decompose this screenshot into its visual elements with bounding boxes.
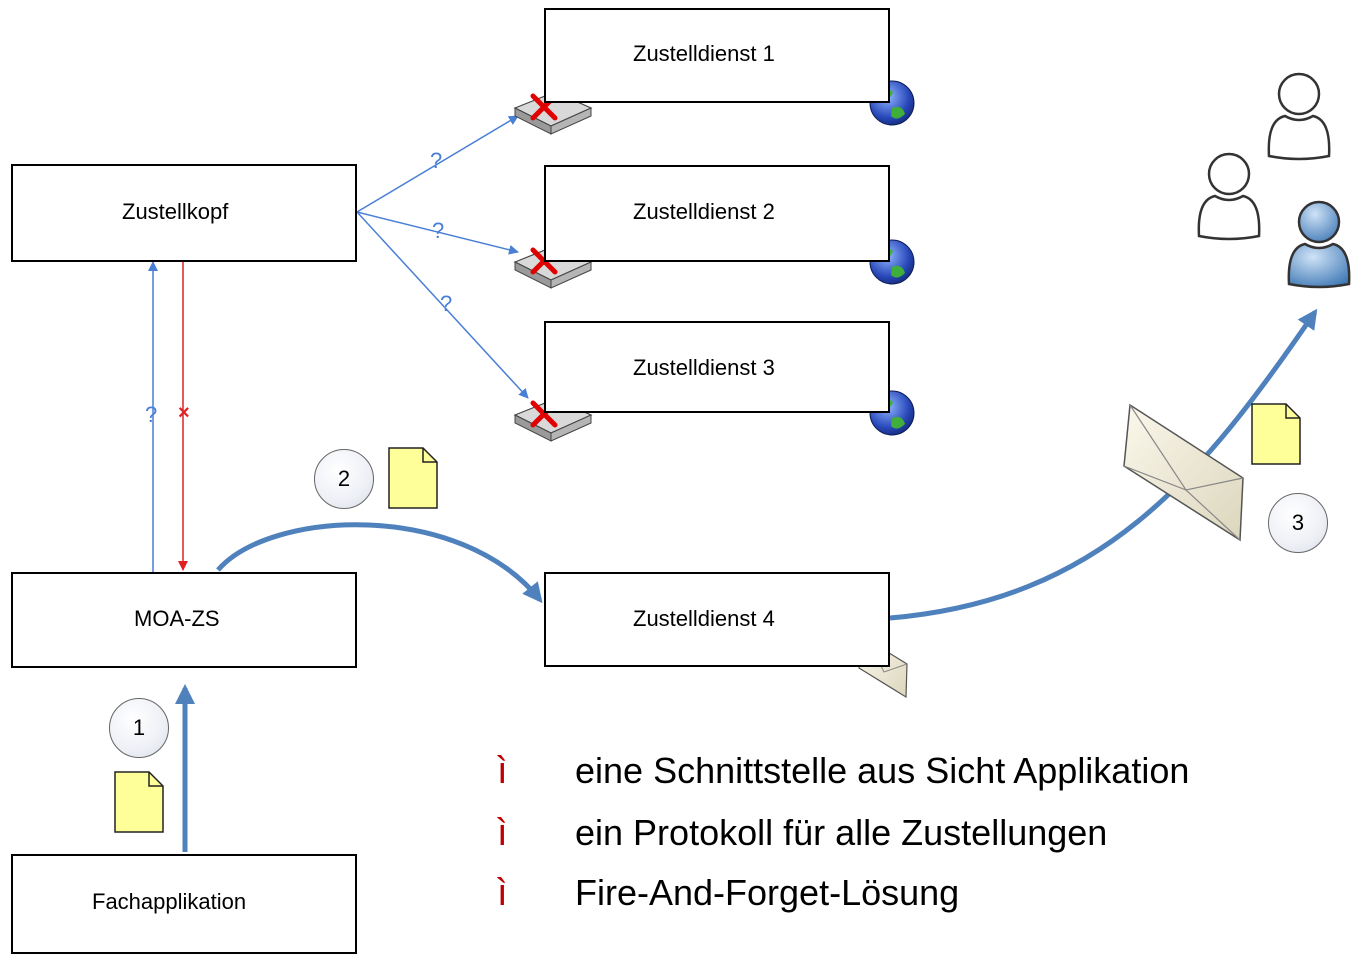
bullet-text: eine Schnittstelle aus Sicht Applikation [575,750,1190,791]
bullet-marker: ì [497,750,508,792]
zustelldienst-4-label: Zustelldienst 4 [633,606,775,631]
fail-label: × [178,402,190,424]
bullet-marker: ì [497,872,508,914]
fachapplikation-label: Fachapplikation [92,889,247,914]
query-label: ? [432,218,445,243]
user-icon [1197,152,1261,241]
moazs-box [11,572,357,668]
zustellkopf-box [11,164,357,262]
flow-arrows [175,308,1318,852]
bullet-text: ein Protokoll für alle Zustellungen [575,812,1108,853]
query-label: ? [145,402,158,427]
zustelldienst-2-box [544,165,890,262]
bullet-text: Fire-And-Forget-Lösung [575,872,960,913]
query-label: ? [440,291,453,316]
moazs-label: MOA-ZS [134,606,220,631]
zustelldienst-4-box [544,572,890,667]
step-2-badge: 2 [314,449,374,509]
query-arrows [148,115,529,572]
zustellkopf-label: Zustellkopf [122,199,229,224]
document-icon [1251,403,1301,465]
step-1-badge: 1 [109,698,169,758]
query-label: ? [430,148,443,173]
bullet-marker: ì [497,812,508,854]
document-icon [114,771,164,833]
step-3-badge: 3 [1268,493,1328,553]
zustelldienst-3-label: Zustelldienst 3 [633,355,775,380]
zustelldienst-2-label: Zustelldienst 2 [633,199,775,224]
document-icon [388,447,438,509]
zustelldienst-1-box [544,8,890,103]
user-icon-active [1287,200,1351,289]
envelope-icon [1123,403,1244,542]
zustelldienst-1-label: Zustelldienst 1 [633,41,775,66]
user-icon [1267,72,1331,161]
zustelldienst-3-box [544,321,890,413]
